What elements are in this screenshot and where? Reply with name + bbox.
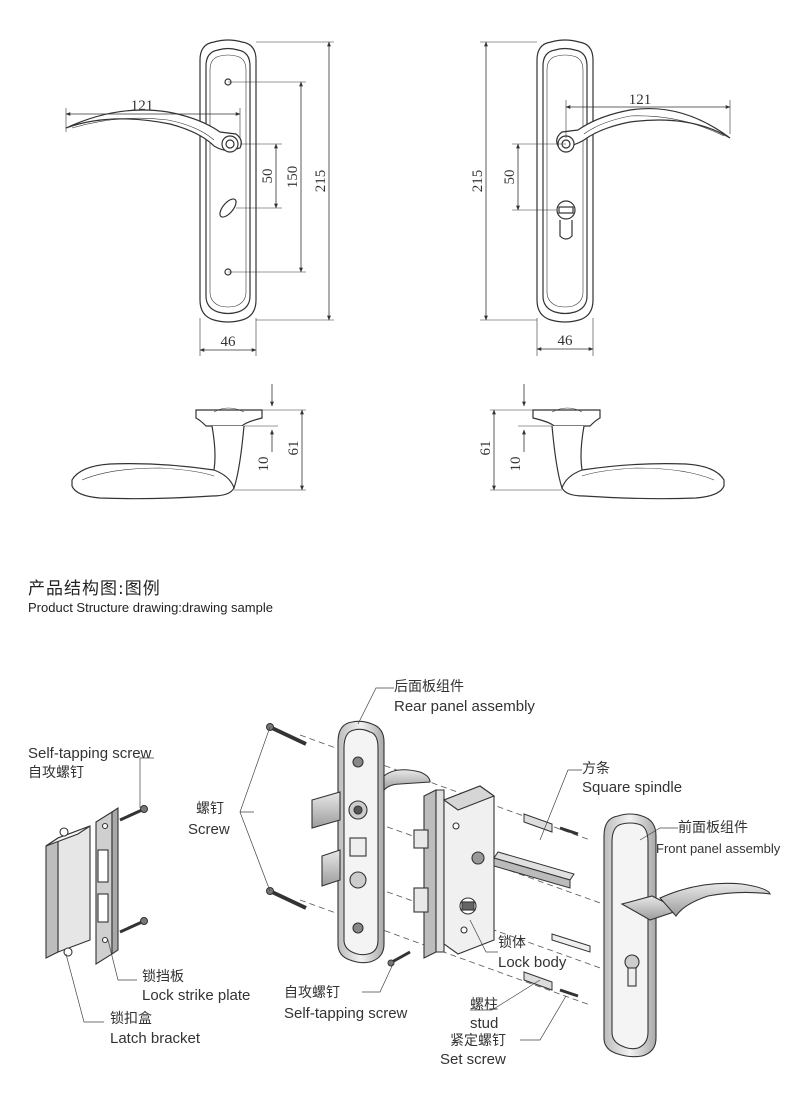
latch-bracket bbox=[45, 825, 91, 959]
label-set-screw-en: Set screw bbox=[440, 1051, 506, 1068]
left-front-view bbox=[65, 39, 334, 356]
left-panel-inner bbox=[205, 47, 251, 315]
label-stud-cn: 螺柱 bbox=[470, 997, 498, 1013]
rear-panel-assembly bbox=[311, 720, 431, 964]
label-screw-en: Screw bbox=[188, 821, 230, 838]
label-stud-en: stud bbox=[470, 1015, 499, 1032]
label-rear-panel-cn: 后面板组件 bbox=[394, 679, 464, 695]
left-lever bbox=[65, 109, 242, 152]
label-latch-bracket-cn: 锁扣盒 bbox=[110, 1011, 152, 1027]
dim-left-215: 215 bbox=[313, 170, 329, 193]
right-side-view bbox=[490, 384, 725, 500]
label-latch-bracket-en: Latch bracket bbox=[110, 1030, 201, 1047]
square-spindle bbox=[493, 851, 575, 889]
label-spindle-cn: 方条 bbox=[582, 761, 610, 777]
section-title-cn: 产品结构图:图例 bbox=[28, 579, 161, 599]
label-front-panel-cn: 前面板组件 bbox=[678, 820, 748, 836]
label-strike-plate-en: Lock strike plate bbox=[142, 987, 251, 1004]
label-spindle-en: Square spindle bbox=[582, 779, 683, 796]
label-screw-cn: 螺钉 bbox=[196, 801, 224, 817]
dim-right-50: 50 bbox=[502, 170, 518, 185]
label-self-tapping-bottom-cn: 自攻螺钉 bbox=[284, 985, 340, 1001]
dim-left-46: 46 bbox=[221, 334, 237, 350]
lock-body bbox=[413, 785, 496, 959]
label-front-panel-en: Front panel assembly bbox=[656, 841, 781, 856]
dim-right-61: 61 bbox=[478, 441, 494, 456]
strike-screws bbox=[119, 805, 148, 934]
dim-right-46: 46 bbox=[558, 333, 574, 349]
label-rear-panel-en: Rear panel assembly bbox=[394, 698, 535, 715]
label-strike-plate-cn: 锁挡板 bbox=[142, 969, 184, 985]
lock-strike-plate bbox=[95, 806, 119, 965]
bottom-screw bbox=[387, 950, 411, 967]
dim-left-150: 150 bbox=[285, 166, 301, 189]
cylinder-slot bbox=[219, 198, 237, 218]
long-screws bbox=[266, 723, 307, 910]
dim-right-121: 121 bbox=[629, 92, 652, 108]
label-self-tapping-top-en: Self-tapping screw bbox=[28, 745, 152, 762]
left-side-view bbox=[71, 384, 306, 500]
dim-right-10: 10 bbox=[508, 457, 524, 472]
label-self-tapping-top-cn: 自攻螺钉 bbox=[28, 765, 84, 781]
front-panel-assembly bbox=[603, 813, 771, 1058]
label-lock-body-en: Lock body bbox=[498, 954, 567, 971]
section-title-en: Product Structure drawing:drawing sample bbox=[28, 600, 273, 615]
label-self-tapping-bottom-en: Self-tapping screw bbox=[284, 1005, 408, 1022]
dim-left-50: 50 bbox=[260, 169, 276, 184]
right-front-view bbox=[480, 39, 731, 356]
dim-left-61: 61 bbox=[286, 441, 302, 456]
dim-left-121: 121 bbox=[131, 98, 154, 114]
dim-right-215: 215 bbox=[470, 170, 486, 193]
label-lock-body-cn: 锁体 bbox=[498, 935, 526, 951]
leader-lines bbox=[65, 687, 678, 1041]
left-panel-outer bbox=[199, 39, 257, 323]
dim-left-10: 10 bbox=[256, 457, 272, 472]
label-set-screw-cn: 紧定螺钉 bbox=[450, 1033, 506, 1049]
